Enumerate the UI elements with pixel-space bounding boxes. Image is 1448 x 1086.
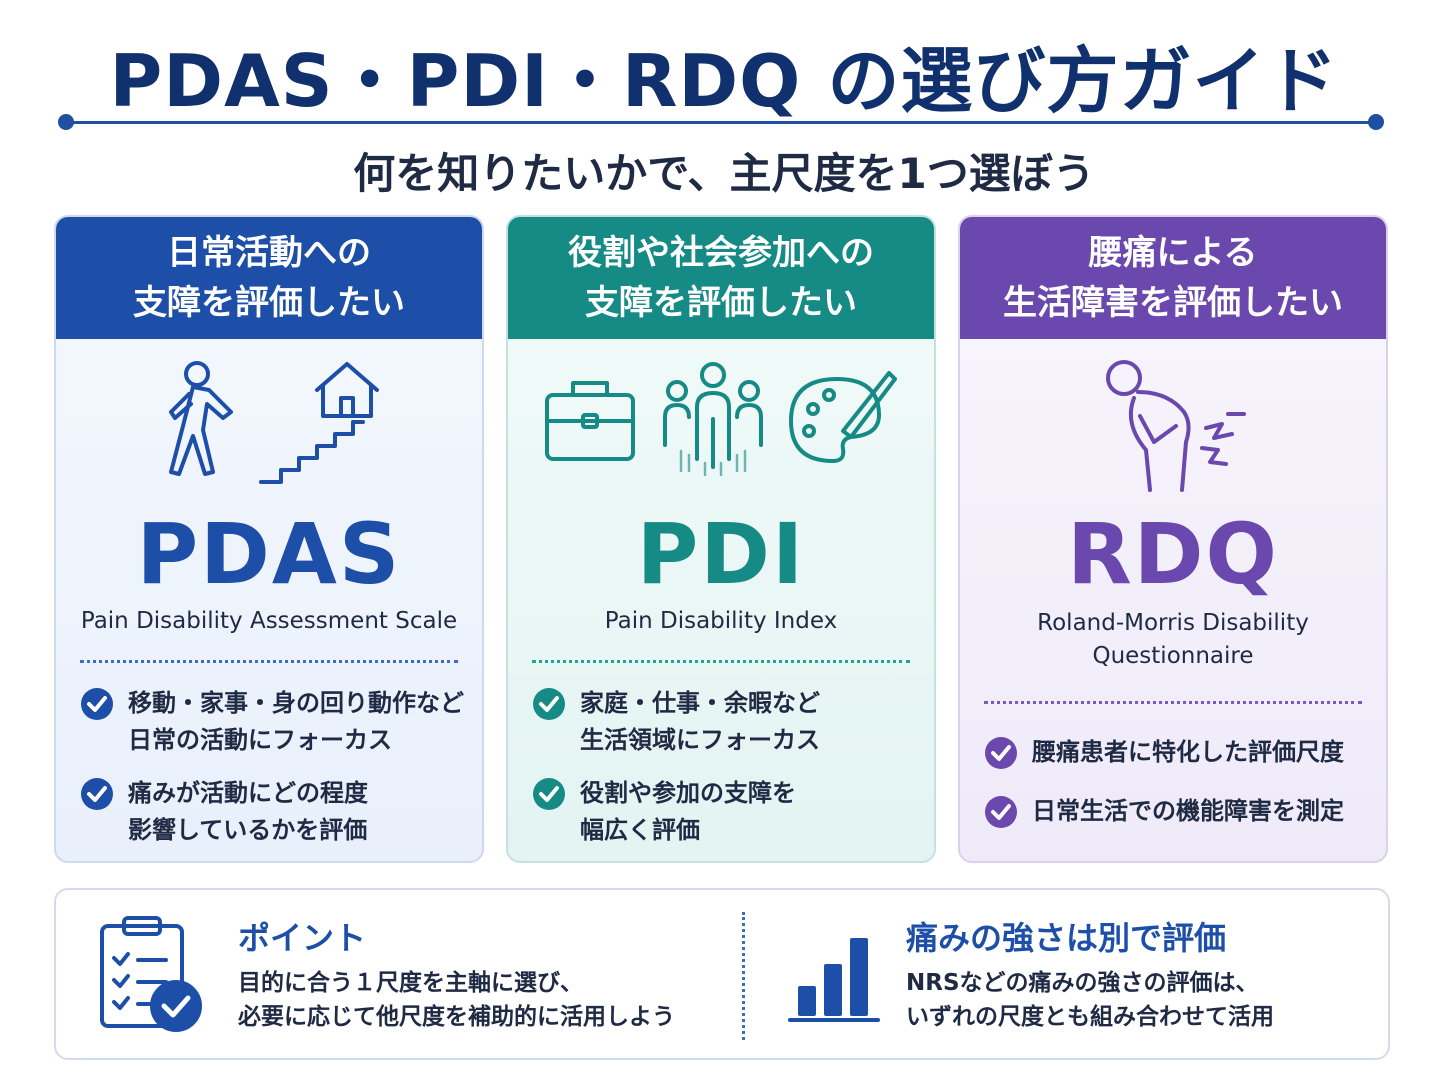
card-heading-line2: 支障を評価したい [133,283,405,323]
card-heading-line1: 役割や社会参加への [568,233,874,273]
walking-person-icon [169,361,233,476]
point-text: 移動・家事・身の回り動作など 日常の活動にフォーカス [128,685,464,759]
point-list: 腰痛患者に特化した評価尺度 日常生活での機能障害を測定 [984,734,1386,830]
palette-icon [789,371,897,463]
point-list: 家庭・仕事・余暇など 生活領域にフォーカス 役割や参加の支障を 幅広く評価 [532,685,934,849]
rdq-card: 腰痛による 生活障害を評価したい RDQ Roland-Morris Disab… [958,215,1388,863]
dotted-separator [80,660,458,663]
scale-full-name-line1: Pain Disability Index [604,608,838,634]
scale-abbreviation: PDAS [136,505,402,603]
back-pain-person-icon [1106,360,1246,492]
scale-full-name: Pain Disability Index [508,605,934,638]
card-heading: 役割や社会参加への 支障を評価したい [508,217,934,339]
card-illustration [56,339,482,509]
stairs-icon [259,420,365,484]
list-item: 移動・家事・身の回り動作など 日常の活動にフォーカス [80,685,482,759]
card-illustration [960,339,1386,509]
point-text-line1: 日常生活での機能障害を測定 [1032,797,1344,825]
pain-intensity-body-line2: いずれの尺度とも組み合わせて活用 [906,1004,1274,1030]
card-heading-line1: 日常活動への [167,233,371,273]
point-text: 腰痛患者に特化した評価尺度 [1032,734,1344,771]
card-heading-line2: 生活障害を評価したい [1003,283,1343,323]
bar-chart-icon [788,938,880,1022]
pain-intensity-body-line1: NRSなどの痛みの強さの評価は、 [906,970,1259,996]
list-item: 痛みが活動にどの程度 影響しているかを評価 [80,775,482,849]
scale-full-name-line1: Pain Disability Assessment Scale [80,608,458,634]
pain-intensity-heading: 痛みの強さは別で評価 [906,919,1227,957]
check-circle-icon [533,778,565,810]
divider-dot [1368,114,1384,130]
house-icon [315,362,379,418]
point-text-line2: 生活領域にフォーカス [580,726,820,754]
pdas-card: 日常活動への 支障を評価したい PDAS Pain Disability Ass… [54,215,484,863]
scale-full-name-line2: Questionnaire [1092,643,1254,669]
divider-line [64,121,1378,124]
pdi-card: 役割や社会参加への 支障を評価したい [506,215,936,863]
point-text-line1: 役割や参加の支障を [580,779,796,807]
card-illustration [508,339,934,509]
scale-abbreviation: PDI [636,505,806,603]
card-heading: 日常活動への 支障を評価したい [56,217,482,339]
pain-intensity-body: NRSなどの痛みの強さの評価は、 いずれの尺度とも組み合わせて活用 [906,966,1274,1034]
check-circle-icon [985,796,1017,828]
point-text-line1: 腰痛患者に特化した評価尺度 [1032,738,1344,766]
point-text-line1: 痛みが活動にどの程度 [128,779,368,807]
point-body-line2: 必要に応じて他尺度を補助的に活用しよう [238,1004,675,1030]
scale-full-name: Pain Disability Assessment Scale [56,605,482,638]
check-circle-icon [81,688,113,720]
list-item: 腰痛患者に特化した評価尺度 [984,734,1386,771]
point-body: 目的に合う１尺度を主軸に選び、 必要に応じて他尺度を補助的に活用しよう [238,966,675,1034]
pain-intensity-section: 痛みの強さは別で評価 NRSなどの痛みの強さの評価は、 いずれの尺度とも組み合わ… [906,918,1274,1034]
point-text-line2: 幅広く評価 [580,816,700,844]
page-title: PDAS・PDI・RDQ の選び方ガイド [109,39,1339,123]
point-text-line2: 日常の活動にフォーカス [128,726,392,754]
point-section: ポイント 目的に合う１尺度を主軸に選び、 必要に応じて他尺度を補助的に活用しよう [238,918,675,1034]
point-text: 役割や参加の支障を 幅広く評価 [580,775,796,849]
page-subtitle: 何を知りたいかで、主尺度を1つ選ぼう [353,149,1095,198]
scale-full-name: Roland-Morris Disability Questionnaire [960,607,1386,673]
title-divider [58,114,1384,130]
check-circle-icon [533,688,565,720]
scale-full-name-line1: Roland-Morris Disability [1037,610,1309,636]
section-divider [742,912,745,1040]
point-text: 痛みが活動にどの程度 影響しているかを評価 [128,775,368,849]
dotted-separator [984,701,1362,704]
check-circle-icon [985,737,1017,769]
dotted-separator [532,660,910,663]
point-text-line2: 影響しているかを評価 [128,816,368,844]
card-heading: 腰痛による 生活障害を評価したい [960,217,1386,339]
scale-abbreviation: RDQ [1067,505,1279,603]
clipboard-check-icon [100,916,202,1032]
point-text-line1: 移動・家事・身の回り動作など [128,689,464,717]
point-body-line1: 目的に合う１尺度を主軸に選び、 [238,970,583,996]
list-item: 役割や参加の支障を 幅広く評価 [532,775,934,849]
briefcase-icon [545,381,635,461]
point-text-line1: 家庭・仕事・余暇など [580,689,820,717]
list-item: 日常生活での機能障害を測定 [984,793,1386,830]
tips-panel: ポイント 目的に合う１尺度を主軸に選び、 必要に応じて他尺度を補助的に活用しよう… [54,888,1390,1060]
point-heading: ポイント [238,919,367,957]
card-heading-line2: 支障を評価したい [585,283,857,323]
list-item: 家庭・仕事・余暇など 生活領域にフォーカス [532,685,934,759]
card-heading-line1: 腰痛による [1088,233,1258,273]
point-text: 日常生活での機能障害を測定 [1032,793,1344,830]
people-group-icon [663,362,763,477]
point-text: 家庭・仕事・余暇など 生活領域にフォーカス [580,685,820,759]
check-circle-icon [81,778,113,810]
point-list: 移動・家事・身の回り動作など 日常の活動にフォーカス 痛みが活動にどの程度 影響… [80,685,482,849]
